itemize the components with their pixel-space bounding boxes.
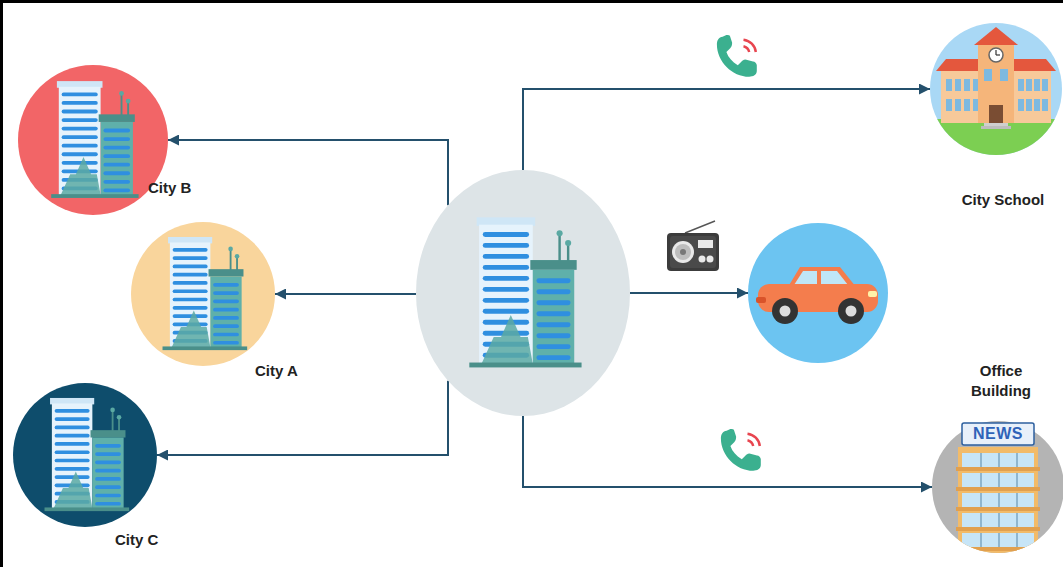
school-illustration: [930, 27, 1062, 185]
car-circle-shape: [748, 223, 888, 363]
city-circle-shape: [131, 222, 275, 366]
city-illustration: [163, 237, 248, 350]
connector-arrow: [630, 292, 748, 294]
city-circle-shape: [13, 383, 157, 527]
connector-arrow: [168, 140, 448, 205]
node-label: City School: [948, 190, 1058, 210]
phone-icon: [721, 429, 761, 471]
city-illustration: [51, 81, 138, 198]
city-circle-shape: [18, 65, 168, 215]
hub-circle-shape: [416, 170, 630, 416]
city-circle: City C: [13, 383, 157, 527]
city-illustration: [45, 398, 130, 511]
connector-arrow: [523, 89, 930, 170]
office-illustration: [956, 423, 1040, 557]
phone-icon: [717, 35, 757, 77]
radio-icon: [667, 221, 719, 271]
node-label: City C: [115, 530, 158, 550]
node-label: Office Building: [958, 361, 1044, 402]
node-label: City A: [255, 361, 298, 381]
connector-arrow: [523, 416, 932, 487]
school-circle-shape: [930, 23, 1062, 155]
city-circle: City B: [18, 65, 168, 215]
city-illustration: [469, 217, 581, 367]
car-circle: [748, 223, 888, 363]
connector-arrow: [275, 293, 416, 295]
car-illustration: [756, 267, 878, 324]
city-circle: City A: [131, 222, 275, 366]
sign-text: NEWS: [963, 423, 1033, 445]
school-circle: City School: [930, 23, 1062, 155]
hub-circle: [416, 170, 630, 416]
office-circle: Office BuildingNEWS: [932, 421, 1063, 553]
connector-arrow: [157, 381, 448, 455]
node-label: City B: [148, 178, 191, 198]
